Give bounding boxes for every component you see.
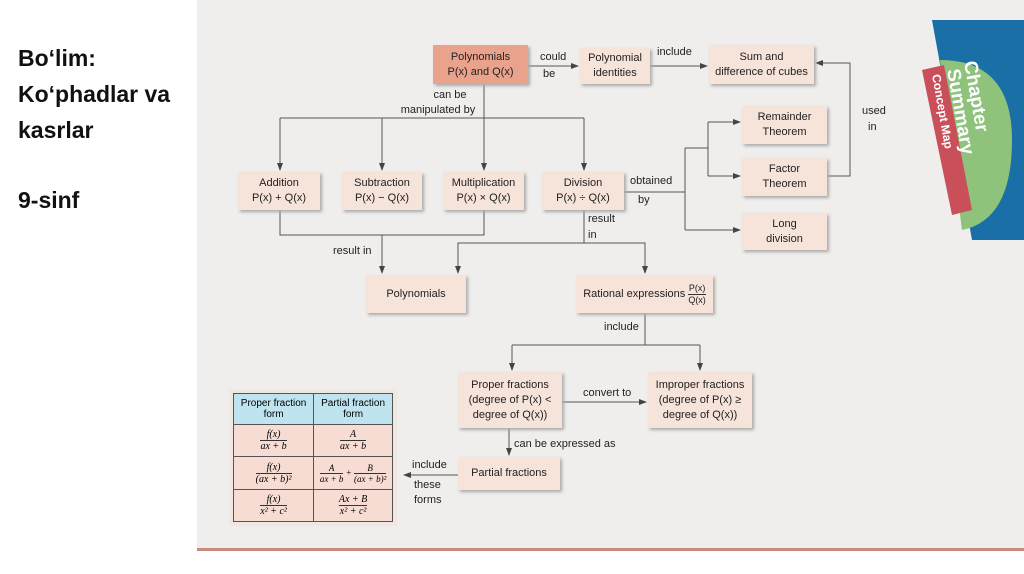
node-title: Improper fractions [655, 378, 745, 391]
edge-label: forms [414, 494, 442, 506]
node-title: Polynomials [450, 50, 511, 63]
node-line: (degree of P(x) < [468, 393, 552, 406]
node-line: (degree of P(x) ≥ [658, 393, 742, 406]
edge-label: in [588, 229, 597, 241]
denominator: x² + c² [339, 505, 367, 517]
node-title: Factor [768, 163, 801, 175]
node-improper-fractions: Improper fractions (degree of P(x) ≥ degre… [648, 372, 752, 428]
node-polynomials: Polynomials [366, 275, 466, 313]
denominator: ax + b [339, 441, 367, 453]
edge-label: result [588, 213, 615, 225]
edge-label: be [543, 68, 556, 80]
edge-label: could [540, 51, 567, 63]
chapter-summary-tab: Chapter Summary Concept Map [922, 20, 1024, 240]
edge-label: in [868, 121, 877, 133]
node-title: Polynomial [588, 52, 642, 64]
edge-label: include [657, 46, 692, 58]
edge-label: by [638, 194, 650, 206]
node-subtitle: P(x) × Q(x) [456, 192, 511, 204]
node-line: degree of Q(x)) [662, 408, 738, 421]
edge-label: can be [433, 89, 467, 101]
node-subtitle: P(x) − Q(x) [354, 192, 410, 204]
denominator: ax + b [260, 441, 287, 453]
node-title: Subtraction [354, 177, 410, 189]
numerator: A [319, 463, 344, 474]
edge-label: convert to [583, 387, 632, 399]
node-title: Long [772, 217, 797, 230]
edge-label: can be expressed as [514, 438, 616, 450]
node-title: Division [563, 177, 603, 189]
node-subtitle: P(x) ÷ Q(x) [556, 192, 610, 204]
node-proper-fractions: Proper fractions (degree of P(x) < degree … [458, 372, 562, 428]
node-sum-difference-cubes: Sum and difference of cubes [709, 45, 814, 84]
denominator: (ax + b)² [354, 473, 387, 484]
denominator: ax + b [319, 473, 344, 484]
node-subtitle: division [766, 232, 803, 245]
numerator: f(x) [260, 429, 287, 442]
numerator: f(x) [260, 494, 287, 506]
node-title: Proper fractions [471, 378, 549, 391]
node-title: Rational expressions [583, 287, 686, 300]
topic-line-1: Ko‘phadlar va [18, 81, 171, 107]
node-polynomial-identities: Polynomial identities [580, 48, 650, 84]
table-header: Proper fraction form [232, 392, 315, 426]
edge-label: used [862, 105, 886, 117]
rational-fraction: P(x)Q(x) [688, 283, 706, 306]
edge-label: result in [333, 245, 372, 257]
node-line: degree of Q(x)) [472, 408, 548, 421]
node-title: Sum and [739, 50, 784, 63]
table-header: Partial fraction form [313, 392, 393, 426]
grade-label: 9-sinf [18, 187, 80, 213]
node-subtitle: P(x) + Q(x) [251, 192, 307, 204]
denominator: (ax + b)² [255, 473, 292, 485]
node-subtitle: Theorem [762, 178, 807, 190]
node-partial-fractions: Partial fractions [458, 457, 560, 490]
edge-label: include [412, 459, 447, 471]
node-subtitle: Theorem [762, 126, 807, 138]
numerator: Ax + B [338, 493, 368, 506]
node-title: Addition [259, 177, 299, 189]
plus-sign: + [345, 467, 352, 478]
node-long-division: Long division [742, 213, 827, 250]
edge-label: include [604, 321, 639, 333]
edge-label: obtained [630, 175, 673, 187]
node-title: Multiplication [451, 177, 516, 189]
denominator: x² + c² [260, 505, 287, 517]
section-label: Bo‘lim: [18, 45, 96, 71]
edge-label: manipulated by [400, 104, 476, 116]
node-title: Remainder [757, 111, 812, 123]
numerator: B [354, 463, 387, 474]
node-subtitle: P(x) and Q(x) [447, 65, 514, 78]
numerator: A [339, 429, 367, 442]
node-subtitle: difference of cubes [715, 65, 808, 78]
numerator: P(x) [688, 282, 706, 295]
node-subtitle: identities [593, 67, 637, 79]
edge-label: these [414, 479, 441, 491]
topic-line-2: kasrlar [18, 117, 94, 143]
numerator: f(x) [255, 462, 292, 474]
denominator: Q(x) [688, 294, 706, 305]
